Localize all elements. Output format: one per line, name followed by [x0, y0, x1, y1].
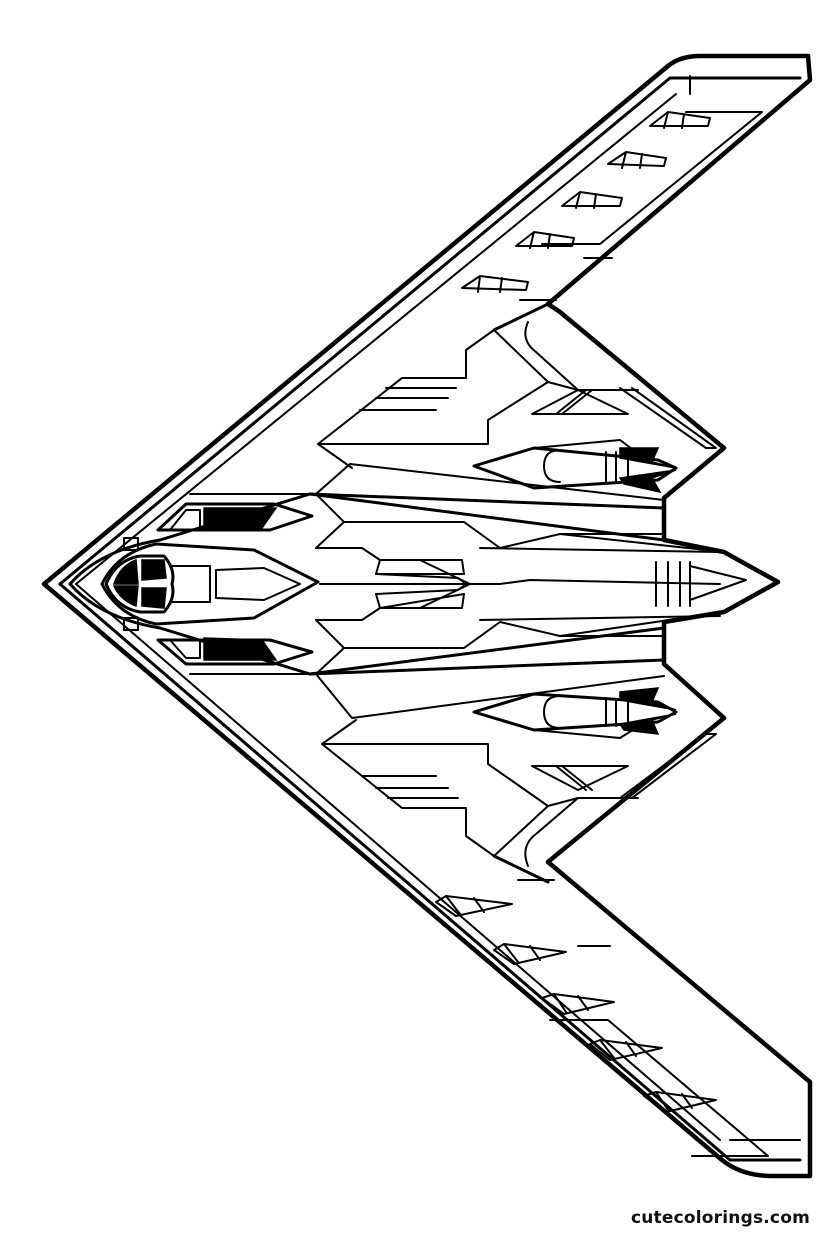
lower-engine: [472, 687, 678, 739]
upper-engine: [472, 439, 678, 494]
central-fuselage: [68, 463, 747, 719]
intakes: [123, 502, 314, 666]
lower-wing-vents: [435, 895, 717, 1113]
site-watermark: cutecolorings.com: [630, 1208, 810, 1228]
upper-wing-vents: [461, 111, 711, 293]
cockpit: [100, 542, 320, 626]
